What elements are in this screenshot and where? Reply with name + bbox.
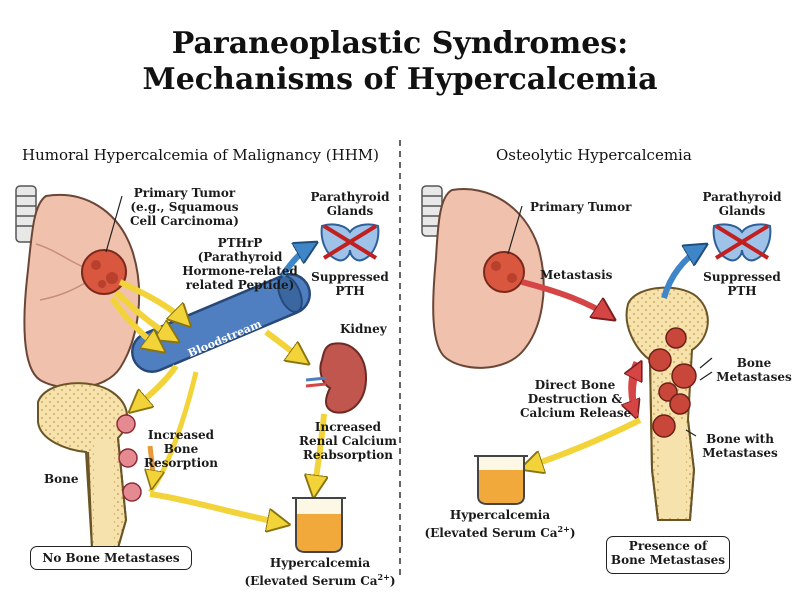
direct-destruction-arrow-2	[633, 364, 640, 417]
left-blue-arrow	[279, 244, 314, 278]
bone-to-beaker-arrow	[149, 491, 286, 524]
left-beaker	[292, 497, 346, 553]
pthrp-arrow-1	[118, 279, 188, 324]
no-bone-metastases-box: No Bone Metastases	[30, 546, 192, 570]
right-bone-to-beaker-arrow	[524, 417, 642, 468]
kidney	[305, 342, 368, 414]
right-primary-tumor	[483, 251, 525, 293]
right-hypercalcemia-label: Hypercalcemia (Elevated Serum Ca2+)	[424, 508, 576, 540]
vessel-to-bone-arrow	[132, 364, 179, 410]
left-panel-heading: Humoral Hypercalcemia of Malignancy (HHM…	[22, 146, 380, 164]
pthrp-arrow-2	[113, 289, 176, 340]
left-lung	[23, 194, 141, 389]
vessel-to-kidney-arrow	[264, 329, 306, 362]
left-bone	[37, 382, 142, 549]
right-beaker	[474, 455, 528, 505]
right-trachea	[421, 185, 443, 237]
page-title-line2: Mechanisms of Hypercalcemia	[142, 62, 658, 97]
kidney-to-beaker-arrow	[314, 413, 324, 494]
right-parathyroid-glands	[712, 223, 772, 262]
left-primary-tumor	[81, 249, 127, 295]
left-parathyroid-glands	[320, 223, 380, 262]
right-panel-heading: Osteolytic Hypercalcemia	[496, 146, 692, 164]
metastasis-arrow	[521, 279, 612, 318]
right-bone	[625, 286, 709, 521]
resorption-orange-arrow	[150, 445, 153, 486]
left-bone-label: Bone	[44, 472, 79, 486]
right-primary-tumor-label: Primary Tumor	[530, 200, 632, 214]
pthrp-arrow-3	[109, 296, 162, 350]
kidney-label: Kidney	[340, 322, 387, 336]
metastasis-label: Metastasis	[540, 268, 613, 282]
page-title-line1: Paraneoplastic Syndromes:	[171, 26, 629, 61]
right-blue-arrow	[661, 246, 704, 299]
left-hypercalcemia-label: Hypercalcemia (Elevated Serum Ca2+)	[244, 556, 396, 588]
